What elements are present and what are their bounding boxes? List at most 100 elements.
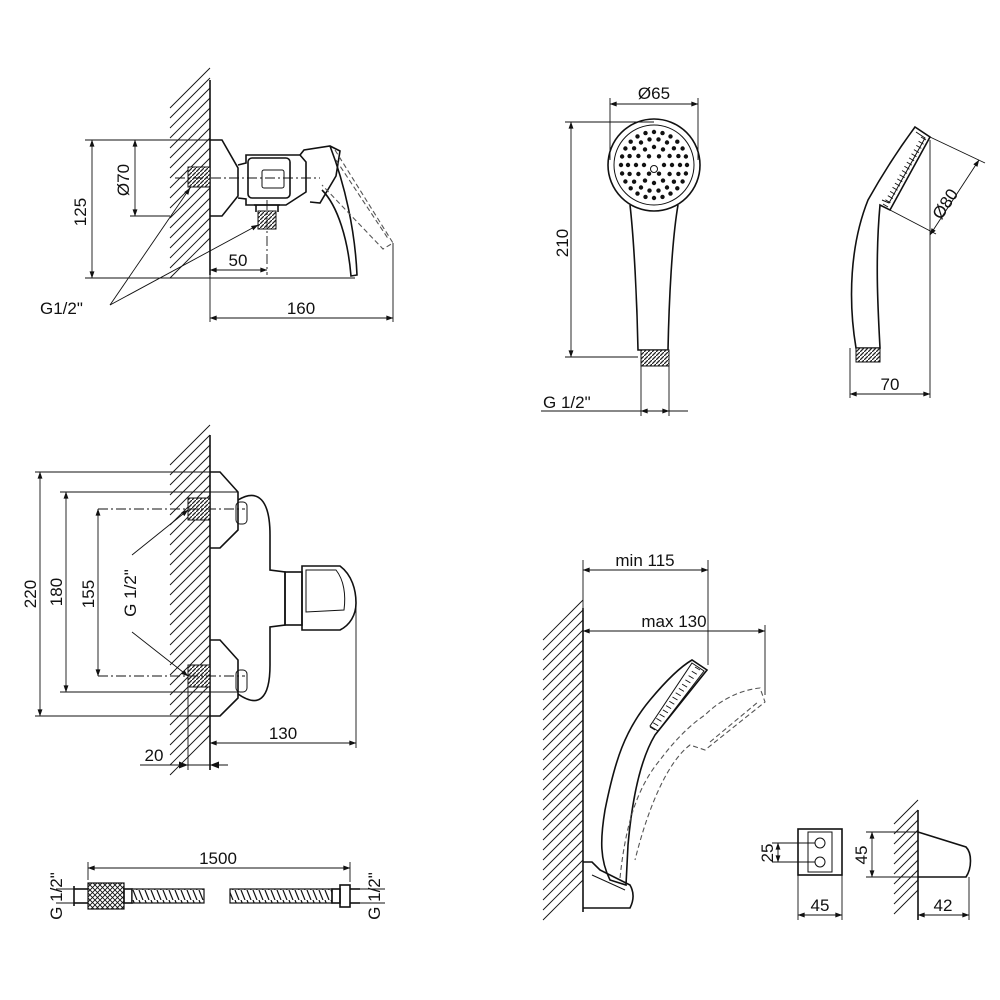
dim-hose-length: 1500 <box>199 849 237 868</box>
hatch-line <box>169 684 211 726</box>
hatch-line <box>169 604 211 646</box>
hose-body-left <box>131 888 205 904</box>
nozzle-dot <box>636 153 641 159</box>
hatch-line <box>542 659 584 701</box>
hose-view: 1500 G 1/2" G 1/2" <box>47 849 385 920</box>
nozzle-dot <box>675 139 680 144</box>
nozzle-tick <box>656 718 662 722</box>
nozzle-dot <box>656 188 661 193</box>
nozzle-dot <box>651 180 657 186</box>
bracket-side-view: 45 42 <box>852 799 972 920</box>
hatch-line <box>169 714 211 756</box>
hatch-line <box>169 227 211 269</box>
dim-mixer-depth: 160 <box>287 299 315 318</box>
nozzle-dot <box>638 185 644 190</box>
nozzle-dot <box>671 179 677 184</box>
hatch-line <box>542 769 584 811</box>
thread-label-mixer-top: G1/2" <box>40 299 83 318</box>
nozzle-dot <box>646 171 652 176</box>
nozzle-tick <box>665 705 672 709</box>
dim-inlet-centers: 155 <box>79 580 98 608</box>
hatch-line <box>169 237 211 279</box>
nozzle-tick <box>918 140 924 145</box>
nozzle-tick <box>889 191 896 195</box>
nozzle-dot <box>642 147 648 152</box>
nozzle-tick <box>885 199 891 204</box>
nozzle-dot <box>643 130 648 136</box>
hatch-line <box>169 454 211 496</box>
dim-holder-max: max 130 <box>641 612 706 631</box>
nozzle-dot <box>635 134 640 139</box>
hatch-line <box>169 127 211 169</box>
nozzle-dot <box>638 140 644 145</box>
nozzle-tick <box>899 174 905 179</box>
thread-label-hose-left: G 1/2" <box>47 872 66 920</box>
nozzle-dot <box>656 137 661 142</box>
hatch-line <box>169 614 211 656</box>
nozzle-dot <box>680 146 685 151</box>
nozzle-dot <box>646 154 652 159</box>
hatch-line <box>542 829 584 871</box>
nozzle-tick <box>887 195 894 199</box>
wall-hatch <box>169 424 211 776</box>
hatch-line <box>542 799 584 841</box>
dim-flange-diameter: Ø70 <box>114 164 133 196</box>
nozzle-dot <box>660 194 665 200</box>
thread-label-hose-right: G 1/2" <box>365 872 384 920</box>
nozzle-dot <box>647 188 652 193</box>
nozzle-dot <box>628 186 633 191</box>
inlet-thread <box>187 166 211 188</box>
hatch-line <box>542 699 584 741</box>
nozzle-dot <box>635 191 640 196</box>
hose-nut-left <box>87 882 125 910</box>
hand-shower-side-view: Ø80 70 <box>849 125 986 398</box>
dim-bracket-hole-spacing: 25 <box>758 844 777 863</box>
nozzle-dot <box>636 171 641 177</box>
hand-shower-front-view: 210 Ø65 G 1/2" <box>541 84 701 416</box>
nozzle-dot <box>660 130 665 136</box>
nozzle-dot <box>676 171 681 177</box>
nozzle-tick <box>652 722 659 727</box>
hatch-line <box>542 849 584 891</box>
hatch-line <box>893 839 919 865</box>
hatch-line <box>169 137 211 179</box>
nozzle-tick <box>649 726 656 731</box>
nozzle-dot <box>683 154 689 159</box>
nozzle-dot <box>656 171 662 176</box>
dim-mixer-height: 125 <box>71 198 90 226</box>
hatch-line <box>169 207 211 249</box>
hatch-line <box>893 809 919 835</box>
nozzle-dot <box>623 179 628 184</box>
nozzle-dot <box>623 146 628 151</box>
hatch-line <box>169 584 211 626</box>
nozzle-tick <box>681 683 688 688</box>
hatch-line <box>542 639 584 681</box>
hatch-line <box>893 799 919 825</box>
hatch-line <box>169 544 211 586</box>
nozzle-dot <box>651 195 657 201</box>
nozzle-dot <box>677 162 683 168</box>
wall-hatch <box>169 67 211 279</box>
hose-body-right <box>229 888 333 904</box>
dim-mixer-projection: 130 <box>269 724 297 743</box>
hatch-line <box>169 554 211 596</box>
nozzle-dot <box>647 137 652 142</box>
nozzle-dot <box>656 154 662 159</box>
hatch-line <box>893 889 919 915</box>
nozzle-tick <box>920 136 927 141</box>
nozzle-dot <box>676 153 681 159</box>
hatch-line <box>542 619 584 661</box>
dim-bracket-width: 45 <box>811 896 830 915</box>
dim-side-depth: 70 <box>881 375 900 394</box>
nozzle-dot <box>618 162 624 168</box>
nozzle-dot <box>675 186 680 191</box>
hatch-line <box>542 709 584 751</box>
nozzle-dot <box>642 178 648 183</box>
dim-side-mid-height: 180 <box>47 578 66 606</box>
hatch-line <box>169 704 211 746</box>
nozzle-dot <box>664 185 670 190</box>
nozzle-dot <box>667 153 672 159</box>
hatch-line <box>169 514 211 556</box>
hatch-line <box>169 67 211 109</box>
